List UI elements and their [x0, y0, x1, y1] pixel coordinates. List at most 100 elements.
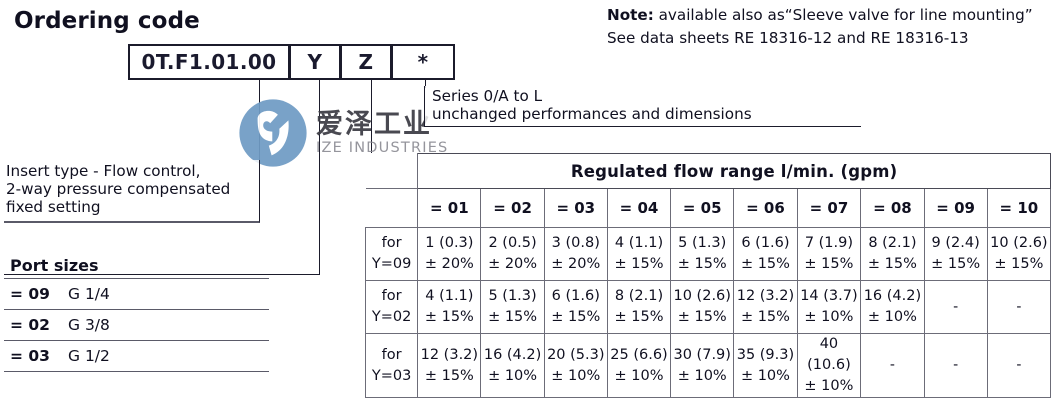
leader-line-insert-vertical	[259, 76, 260, 162]
flow-table-header-row: = 01 = 02 = 03 = 04 = 05 = 06 = 07 = 08 …	[365, 188, 1051, 228]
page-title: Ordering code	[14, 8, 200, 34]
flow-tolerance: ± 20%	[488, 256, 538, 272]
flow-table-column-header: = 05	[670, 188, 735, 228]
flow-cell: 35 (9.3) ± 10%	[733, 332, 798, 399]
flow-tolerance: ± 15%	[488, 309, 538, 325]
flow-table-column-header: = 08	[860, 188, 925, 228]
note-line-2: See data sheets RE 18316-12 and RE 18316…	[607, 28, 969, 47]
flow-tolerance: ± 15%	[740, 256, 790, 272]
flow-table-row: for Y=02 4 (1.1) ± 15% 5 (1.3) ± 15% 6 (1.…	[364, 280, 1051, 334]
flow-tolerance: ± 15%	[551, 309, 601, 325]
flow-table-title: Regulated flow range l/min. (gpm)	[417, 153, 1051, 189]
flow-value: 2 (0.5)	[488, 234, 537, 251]
ordering-code-cell-y[interactable]: Y	[289, 44, 340, 80]
port-size-value: G 1/4	[68, 285, 110, 303]
flow-table-column-header: = 03	[543, 188, 608, 228]
flow-cell: 5 (1.3) ± 15%	[480, 280, 545, 334]
flow-value: -	[1016, 298, 1022, 315]
note-text: available also as“Sleeve valve for line …	[653, 6, 1033, 24]
row-label-line-1: for	[381, 346, 402, 363]
flow-cell-empty: -	[923, 332, 988, 399]
row-label-line-1: for	[381, 234, 402, 251]
flow-cell: 12 (3.2)± 15%	[733, 280, 798, 334]
flow-tolerance: ± 10%	[551, 367, 601, 384]
ordering-code-row: 0T.F1.01.00 Y Z *	[128, 44, 455, 80]
flow-tolerance: ± 10%	[740, 367, 790, 384]
flow-value: 5 (1.3)	[488, 287, 537, 304]
row-label-line-1: for	[381, 287, 402, 304]
port-sizes-block: Port sizes = 09 G 1/4 = 02 G 3/8 = 03 G …	[4, 256, 269, 372]
regulated-flow-range-table: Regulated flow range l/min. (gpm) = 01 =…	[364, 153, 1051, 399]
flow-tolerance: ± 20%	[551, 256, 601, 272]
flow-table-column-header: = 10	[986, 188, 1051, 228]
flow-tolerance: ± 10%	[614, 367, 664, 384]
flow-value: 10 (2.6)	[990, 234, 1048, 251]
flow-value: 30 (7.9)	[673, 346, 731, 363]
port-size-code: = 09	[10, 285, 50, 303]
flow-cell: 8 (2.1)± 15%	[606, 280, 672, 334]
flow-value: 16 (4.2)	[483, 346, 542, 363]
flow-tolerance: ± 15%	[424, 367, 474, 384]
flow-tolerance: ± 10%	[804, 378, 854, 395]
ordering-code-cell-series[interactable]: *	[391, 44, 455, 80]
series-callout-line-2: unchanged performances and dimensions	[432, 105, 752, 124]
flow-value: 8 (2.1)	[868, 234, 917, 251]
flow-tolerance: ± 10%	[867, 309, 917, 325]
row-label-line-2: Y=03	[371, 367, 412, 384]
insert-type-line-1: Insert type - Flow control,	[6, 162, 201, 180]
flow-table-corner-cell	[365, 153, 419, 189]
ordering-code-cell-base[interactable]: 0T.F1.01.00	[128, 44, 289, 80]
flow-cell: 7 (1.9)± 15%	[796, 227, 862, 281]
flow-table-row-label: for Y=02	[364, 280, 419, 334]
flow-cell-empty: -	[860, 332, 925, 399]
flow-tolerance: ± 15%	[677, 256, 727, 272]
flow-tolerance: ± 10%	[804, 309, 854, 325]
flow-value: 25 (6.6)	[610, 346, 668, 363]
leader-line-port-horizontal	[4, 274, 320, 275]
flow-tolerance: ± 15%	[677, 309, 727, 325]
series-callout-line-1: Series 0/A to L	[432, 87, 543, 105]
flow-cell: 9 (2.4)± 15%	[923, 227, 988, 281]
flow-value: 16 (4.2)	[863, 287, 922, 304]
leader-line-port-vertical	[319, 76, 320, 274]
flow-cell: 2 (0.5) ± 20%	[480, 227, 545, 281]
port-sizes-title: Port sizes	[10, 256, 99, 275]
port-size-row: = 09 G 1/4	[4, 278, 269, 309]
flow-value: 35 (9.3)	[736, 346, 795, 363]
flow-cell: 4 (1.1)± 15%	[606, 227, 672, 281]
ordering-code-cell-z[interactable]: Z	[340, 44, 391, 80]
flow-cell: 10 (2.6) ± 15%	[986, 227, 1051, 281]
flow-value: 4 (1.1)	[425, 287, 474, 304]
flow-cell: 8 (2.1)± 15%	[860, 227, 925, 281]
note-line-1: Note: available also as“Sleeve valve for…	[607, 6, 1047, 25]
flow-value: 5 (1.3)	[678, 234, 727, 251]
note-block: Note: available also as“Sleeve valve for…	[607, 6, 1047, 48]
flow-cell: 30 (7.9) ± 10%	[670, 332, 735, 399]
flow-cell-empty: -	[923, 280, 988, 334]
flow-value: -	[953, 357, 959, 374]
flow-cell: 12 (3.2)± 15%	[417, 332, 482, 399]
flow-value: 6 (1.6)	[551, 287, 600, 304]
flow-table-column-header: = 04	[606, 188, 672, 228]
flow-tolerance: ± 15%	[994, 256, 1044, 272]
flow-value: -	[1016, 357, 1022, 374]
flow-tolerance: ± 15%	[614, 256, 664, 272]
flow-cell: 5 (1.3) ± 15%	[670, 227, 735, 281]
flow-cell-empty: -	[986, 332, 1051, 399]
flow-value: -	[953, 298, 959, 315]
insert-type-callout: Insert type - Flow control, 2-way pressu…	[4, 160, 260, 223]
flow-table-column-header: = 07	[796, 188, 862, 228]
series-callout: Series 0/A to L unchanged performances a…	[424, 86, 861, 128]
flow-value: 9 (2.4)	[931, 234, 980, 251]
flow-value: 8 (2.1)	[614, 287, 664, 304]
flow-cell: 10 (2.6)± 15%	[670, 280, 735, 334]
flow-table-column-header: = 01	[417, 188, 482, 228]
flow-cell: 16 (4.2) ± 10%	[860, 280, 925, 334]
port-size-row: = 02 G 3/8	[4, 309, 269, 340]
flow-tolerance: ± 10%	[677, 367, 727, 384]
flow-cell: 25 (6.6) ± 10%	[606, 332, 672, 399]
flow-value: 40 (10.6)	[807, 336, 851, 374]
flow-table-title-row: Regulated flow range l/min. (gpm)	[365, 153, 1051, 189]
row-label-line-2: Y=02	[371, 309, 412, 325]
flow-tolerance: ± 20%	[424, 256, 474, 272]
